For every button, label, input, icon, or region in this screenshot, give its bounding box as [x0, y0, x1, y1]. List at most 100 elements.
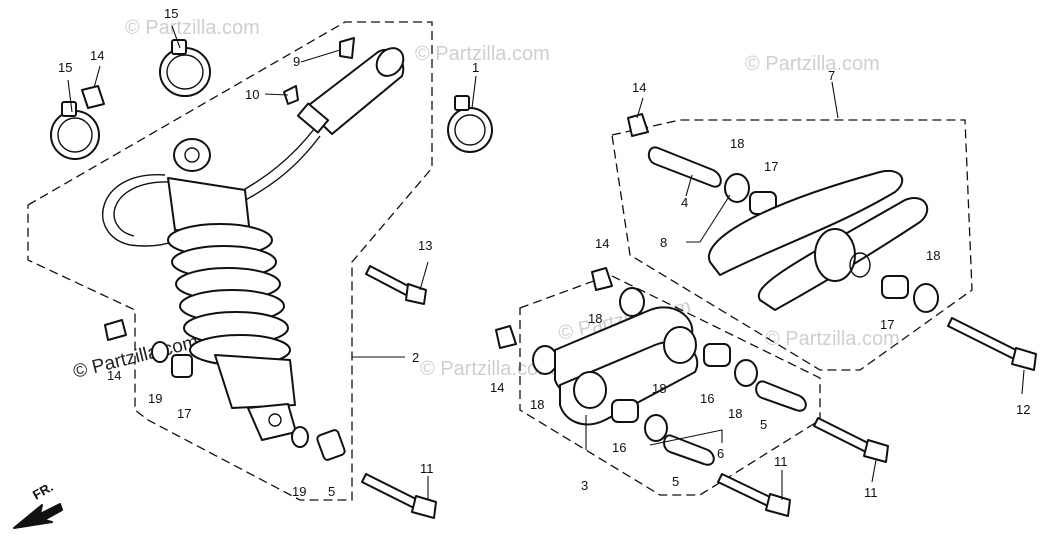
link-group-outline — [519, 274, 821, 496]
bolt-11 — [813, 417, 871, 453]
bolt-13 — [365, 265, 427, 305]
reservoir-fitting — [296, 102, 330, 134]
shock-absorber — [50, 37, 493, 519]
callout-4: 4 — [681, 195, 688, 210]
callout-18: 18 — [588, 311, 602, 326]
watermark: © Partzilla.com — [415, 43, 550, 65]
shock-group-outline — [27, 21, 433, 501]
nut-14 — [591, 267, 613, 291]
watermark: © Partzilla.com — [765, 328, 900, 350]
callout-11: 11 — [864, 485, 878, 500]
hose — [234, 127, 316, 196]
hose — [239, 135, 321, 204]
callout-15: 15 — [58, 60, 72, 75]
bolt-11 — [717, 473, 773, 507]
reservoir-cap — [375, 47, 405, 77]
dust-seal-18 — [644, 414, 668, 442]
leader-lines — [67, 25, 1025, 500]
callout-2: 2 — [412, 350, 419, 365]
connecting-rod-group — [495, 267, 889, 517]
callout-16: 16 — [700, 391, 714, 406]
dust-seal-18 — [724, 173, 750, 203]
callout-14: 14 — [107, 368, 121, 383]
dust-seal-18 — [619, 287, 645, 317]
callout-17: 17 — [880, 317, 894, 332]
callout-3: 3 — [581, 478, 588, 493]
dust-seal-18 — [734, 359, 758, 387]
hose-clamp — [447, 95, 493, 153]
callout-18: 18 — [652, 381, 666, 396]
callout-9: 9 — [293, 54, 300, 69]
label-strip-10 — [283, 85, 299, 105]
bolt-11-head — [765, 493, 791, 517]
rod-eye — [573, 371, 607, 409]
collar-5 — [755, 380, 807, 412]
callout-18: 18 — [730, 136, 744, 151]
collar-5 — [663, 434, 715, 466]
bolt-12-head — [1011, 347, 1037, 371]
callout-18: 18 — [530, 397, 544, 412]
callout-18: 18 — [926, 248, 940, 263]
callout-13: 13 — [418, 238, 432, 253]
callout-10: 10 — [245, 87, 259, 102]
hose — [113, 181, 171, 237]
dust-seal-19-lower — [291, 426, 309, 448]
front-arrow: FR. — [13, 479, 63, 529]
callout-19: 19 — [292, 484, 306, 499]
bushing-16 — [703, 343, 731, 367]
pivot-collar-4 — [647, 146, 722, 188]
dust-seal-18 — [913, 283, 939, 313]
bolt-12 — [947, 317, 1021, 361]
callout-19: 19 — [148, 391, 162, 406]
callout-18: 18 — [728, 406, 742, 421]
nut-14 — [81, 85, 105, 109]
callout-14: 14 — [490, 380, 504, 395]
rod-eye — [663, 326, 697, 364]
callout-11: 11 — [420, 461, 434, 476]
hose-clamp — [159, 39, 211, 97]
lower-mount-hole — [268, 413, 282, 427]
callout-14: 14 — [632, 80, 646, 95]
callout-16: 16 — [612, 440, 626, 455]
group-outlines — [27, 21, 973, 501]
front-arrow-icon — [13, 503, 63, 529]
upper-mount — [173, 138, 211, 172]
bushing-16 — [611, 399, 639, 423]
watermark: © Partzilla.com — [745, 53, 880, 75]
bolt-11-head — [863, 439, 889, 463]
callout-12: 12 — [1016, 402, 1030, 417]
front-label: FR. — [30, 479, 56, 502]
upper-mount-hole — [184, 147, 200, 163]
hose-clamp — [50, 101, 100, 160]
nut-14 — [104, 319, 127, 341]
callout-17: 17 — [764, 159, 778, 174]
lower-body — [214, 354, 296, 409]
dust-seal-18 — [532, 345, 558, 375]
callout-5: 5 — [760, 417, 767, 432]
bushing-17 — [881, 275, 909, 299]
nut-14 — [627, 113, 649, 137]
bolt-11 — [361, 473, 437, 519]
callout-8: 8 — [660, 235, 667, 250]
lower-clevis — [247, 403, 297, 441]
callout-17: 17 — [177, 406, 191, 421]
arm-group-outline — [611, 119, 973, 371]
cushion-arm-plate — [707, 169, 904, 276]
callout-layer: 1 2 3 4 5 5 5 6 7 8 9 10 11 11 11 12 13 … — [58, 6, 1030, 500]
callout-11: 11 — [774, 454, 788, 469]
spring — [167, 223, 291, 366]
callout-6: 6 — [717, 446, 724, 461]
callout-5: 5 — [672, 474, 679, 489]
callout-14: 14 — [90, 48, 104, 63]
callout-15: 15 — [164, 6, 178, 21]
collar-5 — [316, 429, 346, 461]
watermark: © Partzilla.com — [125, 17, 260, 39]
callout-1: 1 — [472, 60, 479, 75]
nut-14 — [495, 325, 517, 349]
cushion-arm-boss — [814, 228, 856, 282]
callout-7: 7 — [828, 68, 835, 83]
dust-seal-19-upper — [151, 341, 169, 363]
cushion-arm-group — [627, 113, 1037, 371]
